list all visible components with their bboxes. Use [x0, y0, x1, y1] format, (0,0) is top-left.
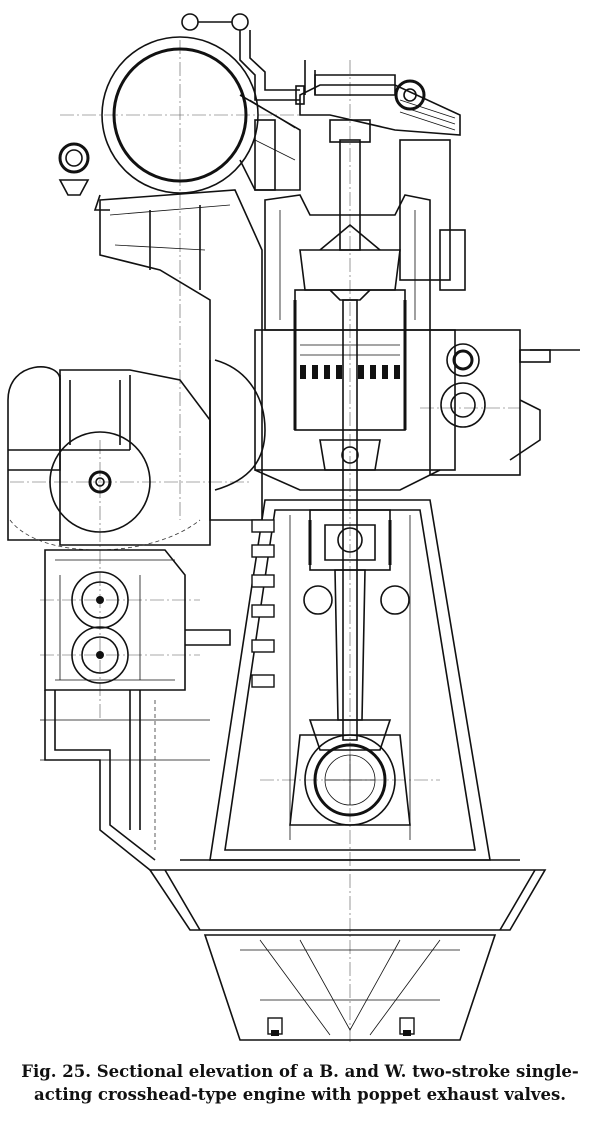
pipe-fittings	[58, 13, 305, 211]
exhaust-manifold	[101, 36, 301, 194]
scavenge-trunk	[99, 189, 263, 521]
scavenge-valve-chest	[44, 549, 231, 691]
lube-pipework	[40, 690, 210, 871]
piston-rod	[319, 299, 381, 741]
caption-line-2: acting crosshead-type engine with poppet…	[34, 1085, 566, 1104]
holding-down-bolts	[267, 1017, 415, 1036]
frame-ribs	[251, 519, 275, 688]
connecting-rod	[308, 569, 392, 751]
bedplate	[148, 859, 547, 1041]
scavenge-ports	[300, 365, 400, 379]
scavenge-receiver-bulge	[209, 359, 266, 491]
valve-rocker	[299, 60, 466, 291]
caption-line-1: Fig. 25. Sectional elevation of a B. and…	[21, 1062, 579, 1081]
cylinder-liner	[254, 289, 456, 491]
camshaft-housing	[429, 329, 580, 476]
crankshaft-journal	[289, 734, 411, 826]
engine-sectional-elevation-drawing	[7, 13, 580, 1045]
figure-caption: Fig. 25. Sectional elevation of a B. and…	[10, 1060, 590, 1106]
